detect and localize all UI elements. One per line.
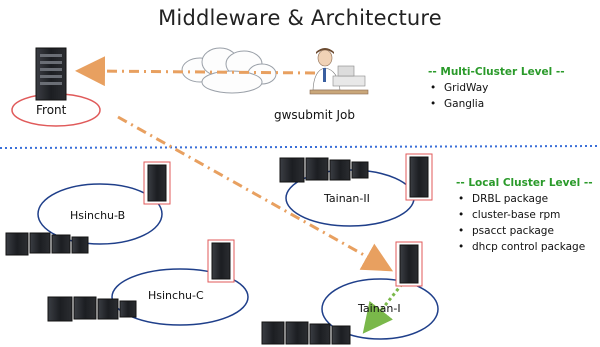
submit-job-label: gwsubmit Job <box>274 108 355 122</box>
submit-arrow <box>75 56 316 87</box>
hsinchu-c-head-server-icon <box>207 239 235 283</box>
local-dispatch-arrow <box>362 283 404 334</box>
hsinchu-c-nodes-icon <box>47 296 137 322</box>
hsinchu-b-head-server-icon <box>143 161 171 205</box>
front-server-icon <box>35 47 67 101</box>
tainan-i-label: Tainan-I <box>358 302 401 315</box>
list-item: DRBL package <box>456 191 593 207</box>
multi-cluster-panel: -- Multi-Cluster Level -- GridWay Gangli… <box>428 66 565 112</box>
hsinchu-b-ellipse <box>37 183 163 245</box>
tainan-ii-label: Tainan-II <box>324 192 370 205</box>
tainan-i-ellipse <box>321 278 439 340</box>
list-item: psacct package <box>456 223 593 239</box>
tainan-ii-head-server-icon <box>405 153 433 201</box>
hsinchu-b-nodes-icon <box>5 232 89 256</box>
local-cluster-panel: -- Local Cluster Level -- DRBL package c… <box>456 177 593 255</box>
tainan-ii-nodes-icon <box>279 157 369 183</box>
dispatch-arrow <box>117 115 394 272</box>
tainan-i-nodes-icon <box>261 321 351 345</box>
level-divider <box>0 145 600 149</box>
hsinchu-c-ellipse <box>111 268 249 326</box>
local-cluster-title: -- Local Cluster Level -- <box>456 177 593 189</box>
hsinchu-b-label: Hsinchu-B <box>70 209 126 222</box>
hsinchu-c-label: Hsinchu-C <box>148 289 204 302</box>
list-item: cluster-base rpm <box>456 207 593 223</box>
user-icon <box>309 48 369 95</box>
tainan-i-head-server-icon <box>395 241 423 287</box>
page-title: Middleware & Architecture <box>158 6 442 30</box>
list-item: GridWay <box>428 80 565 96</box>
multi-cluster-title: -- Multi-Cluster Level -- <box>428 66 565 78</box>
list-item: Ganglia <box>428 96 565 112</box>
list-item: dhcp control package <box>456 239 593 255</box>
front-label: Front <box>36 103 67 117</box>
